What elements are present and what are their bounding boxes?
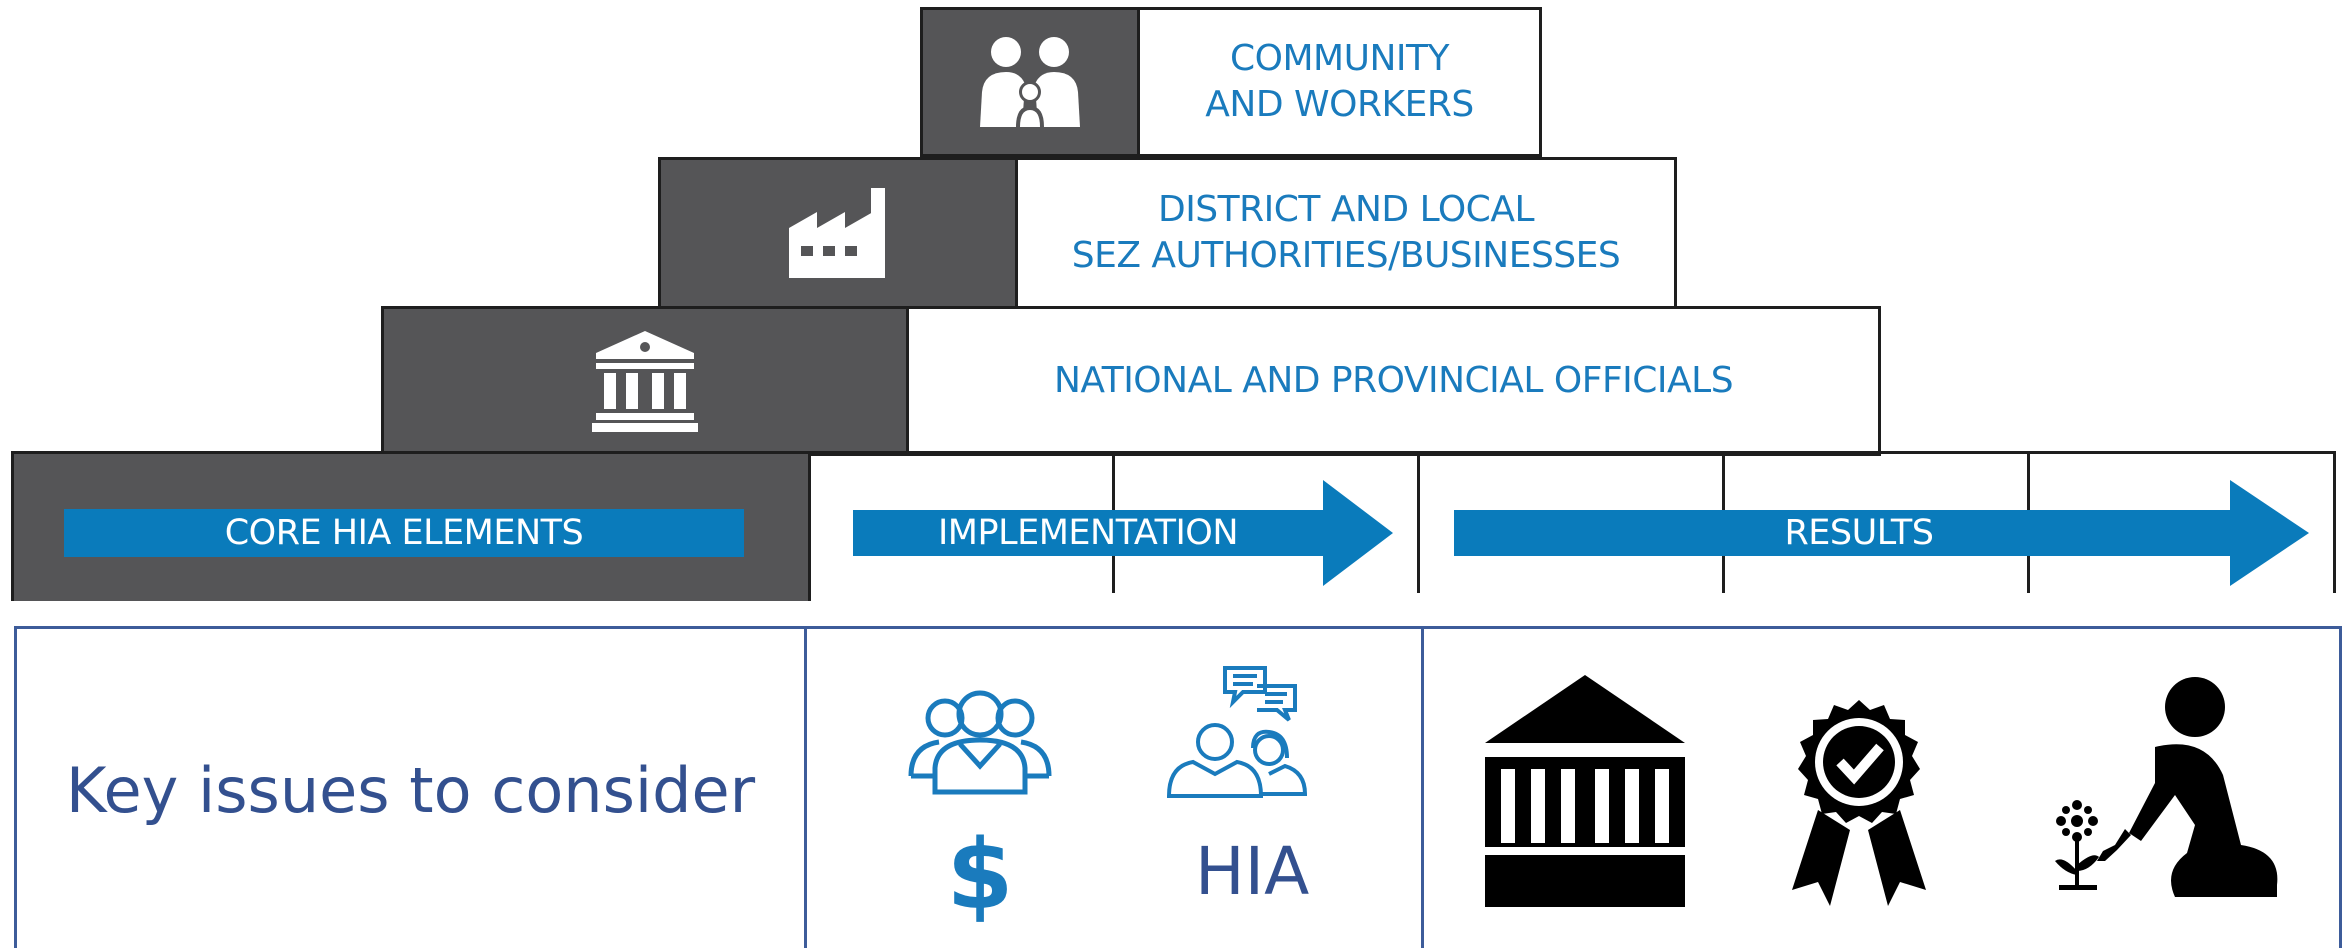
tier-district-label: DISTRICT AND LOCAL SEZ AUTHORITIES/BUSIN… — [1015, 157, 1677, 309]
tier-national-icon-block — [381, 306, 909, 456]
key-issues-divider — [1421, 626, 1424, 948]
core-hia-elements-band: CORE HIA ELEMENTS — [64, 509, 744, 557]
institution-icon — [1485, 675, 1685, 907]
results-label: RESULTS — [1784, 513, 1934, 553]
results-arrow — [1454, 480, 2309, 586]
key-issues-box — [14, 626, 2342, 948]
implementation-label: IMPLEMENTATION — [937, 513, 1239, 553]
band-divider — [1417, 451, 1420, 593]
hia-label: HIA — [1195, 833, 1310, 910]
tier-community-label: COMMUNITY AND WORKERS — [1137, 7, 1542, 157]
band-divider — [2333, 451, 2336, 593]
discussion-icon — [1166, 666, 1308, 798]
family-icon — [980, 37, 1080, 127]
key-issues-divider — [804, 626, 807, 948]
dollar-icon: $ — [946, 819, 1014, 931]
group-icon — [908, 690, 1052, 795]
tier-national-label: NATIONAL AND PROVINCIAL OFFICIALS — [906, 306, 1881, 456]
factory-icon — [789, 187, 885, 278]
award-ribbon-icon — [1792, 700, 1926, 906]
key-issues-label: Key issues to consider — [65, 753, 756, 827]
band-frame — [808, 451, 2336, 454]
tier-district-icon-block — [658, 157, 1018, 309]
planting-person-icon — [2055, 677, 2278, 897]
government-building-icon — [592, 330, 698, 432]
tier-community-icon-block — [920, 7, 1140, 157]
implementation-arrow — [853, 480, 1393, 586]
